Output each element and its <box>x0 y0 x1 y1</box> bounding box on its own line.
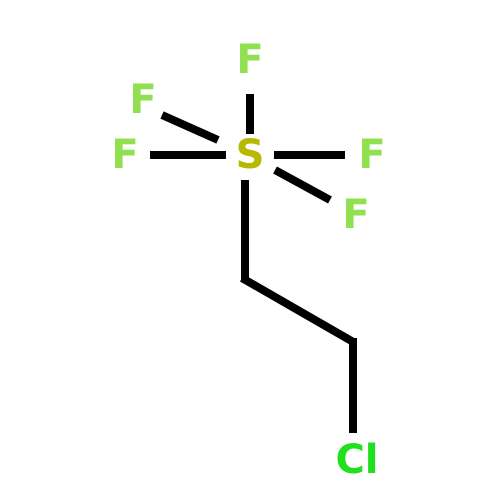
fluorine-upper-left-label: F <box>129 77 156 123</box>
fluorine-lower-right-label: F <box>342 192 369 238</box>
bond-s-f-lower-right <box>273 166 332 204</box>
chlorine-label: Cl <box>335 437 378 483</box>
bond-c1-c2 <box>240 274 357 347</box>
sulfur-label: S <box>236 132 265 178</box>
fluorine-top-label: F <box>236 37 263 83</box>
bond-s-f-upper-left <box>160 111 220 144</box>
fluorine-left-label: F <box>111 132 138 178</box>
fluorine-right-label: F <box>358 132 385 178</box>
